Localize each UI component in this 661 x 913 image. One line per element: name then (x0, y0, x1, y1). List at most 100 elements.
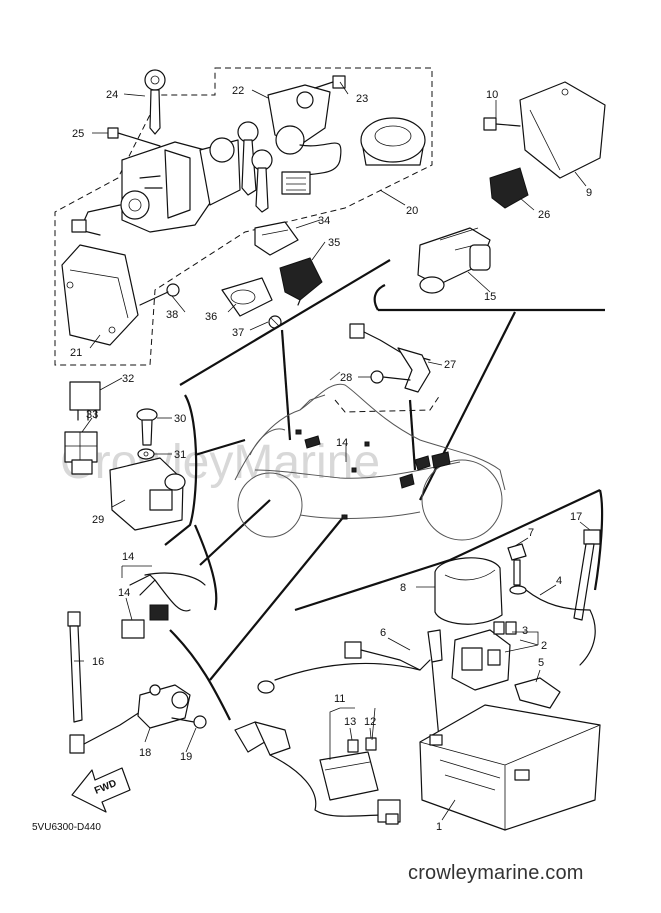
watermark-text: CrowleyMarine (60, 436, 380, 489)
callout-23: 22 (232, 85, 244, 97)
callout-37: 36 (205, 311, 217, 323)
lock-assembly-23[interactable] (237, 84, 342, 213)
frame-bottom-curve (593, 489, 604, 591)
callout-8: 8 (400, 582, 406, 594)
callout-35: 34 (318, 215, 330, 227)
callout-10: 10 (486, 89, 498, 101)
drawing-code: 5VU6300-D440 (32, 822, 101, 833)
callout-39: 38 (166, 309, 178, 321)
bolt-24[interactable] (314, 75, 346, 89)
coupler-27[interactable] (489, 167, 529, 209)
frame-left-mid (193, 524, 218, 611)
callout-17: 16 (92, 656, 104, 668)
callout-13: 13 (344, 716, 356, 728)
bolt-7[interactable] (507, 543, 527, 586)
bolt-31[interactable] (136, 408, 158, 446)
cap-lock[interactable] (360, 117, 426, 166)
callout-7: 7 (528, 527, 534, 539)
fuse-13[interactable] (347, 739, 359, 753)
fuse-12[interactable] (365, 737, 377, 751)
starter-relay-2[interactable] (451, 629, 511, 691)
lead-4[interactable] (509, 585, 596, 666)
coupler-15[interactable] (121, 604, 169, 639)
callout-14-b: 14 (122, 551, 134, 563)
group-28-dashed-boundary (334, 394, 441, 413)
callout-6: 6 (380, 627, 386, 639)
callout-3: 3 (522, 625, 528, 637)
coupler-36[interactable] (279, 257, 323, 306)
control-unit-9[interactable] (519, 81, 606, 179)
sensor-19[interactable] (69, 684, 191, 754)
frame-divider-right-curve (373, 283, 386, 311)
bolt-29[interactable] (370, 370, 411, 384)
callout-26: 25 (72, 128, 84, 140)
cover-5[interactable] (514, 677, 561, 709)
main-switch[interactable] (71, 137, 241, 236)
callout-34: 33 (86, 409, 98, 421)
frame-left-lower (169, 629, 231, 721)
sensor-28[interactable] (349, 323, 431, 393)
callout-22: 21 (70, 347, 82, 359)
battery-1[interactable] (419, 704, 601, 831)
horn-16[interactable] (417, 227, 491, 294)
callout-11: 11 (334, 693, 345, 705)
callout-33: 32 (122, 373, 134, 385)
frame-divider-top (179, 259, 391, 386)
callout-20: 19 (180, 751, 192, 763)
cable-tie-17[interactable] (67, 611, 83, 723)
bracket-37[interactable] (221, 277, 273, 317)
callout-30: 29 (92, 514, 104, 526)
site-name: crowleymarine.com (408, 862, 584, 884)
callout-16: 15 (484, 291, 496, 303)
callout-4: 4 (556, 575, 562, 587)
callout-36: 35 (328, 237, 340, 249)
bolt-10[interactable] (483, 117, 521, 131)
screw-20[interactable] (171, 715, 207, 729)
key-25[interactable] (144, 69, 166, 135)
fuse-3[interactable] (493, 621, 517, 635)
callout-38: 37 (232, 327, 244, 339)
tie-18[interactable] (573, 529, 601, 621)
callout-31: 30 (174, 413, 186, 425)
frame-left (164, 394, 198, 546)
callout-25: 24 (106, 89, 118, 101)
motorcycle-outline (234, 371, 506, 541)
frame-bottom (294, 489, 601, 612)
frame-divider-horn (419, 311, 516, 501)
wire-harness-14[interactable] (129, 572, 206, 612)
relay-33[interactable] (69, 381, 101, 421)
washer-32[interactable] (137, 448, 155, 460)
callout-12: 12 (364, 716, 376, 728)
callout-1: 1 (436, 821, 442, 833)
frame-center-lead-5 (408, 399, 417, 471)
callout-18: 17 (570, 511, 582, 523)
callout-32: 31 (174, 449, 186, 461)
group-21-dashed-boundary (54, 67, 433, 366)
fwd-arrow-icon: FWD (71, 767, 131, 813)
leader-lines (74, 81, 591, 821)
frame-center-lead-2 (199, 499, 271, 566)
screw-39[interactable] (139, 283, 180, 306)
callout-15: 14 (118, 587, 130, 599)
flasher-unit-30[interactable] (109, 457, 186, 531)
wire-harness-11[interactable] (234, 721, 401, 825)
callout-28: 27 (444, 359, 456, 371)
callout-5: 5 (538, 657, 544, 669)
callout-14-a: 14 (336, 437, 348, 449)
callout-29: 28 (340, 372, 352, 384)
callout-2: 2 (541, 640, 547, 652)
callout-9: 9 (586, 187, 592, 199)
coupler-35[interactable] (254, 221, 299, 256)
cover-8[interactable] (434, 557, 503, 625)
frame-center-lead-4 (280, 329, 292, 441)
frame-center-lead-1 (194, 438, 246, 457)
callout-24: 23 (356, 93, 368, 105)
immobilizer-unit-22[interactable] (61, 244, 139, 346)
callout-27: 26 (538, 209, 550, 221)
callouts: 24 22 23 25 10 9 26 20 34 35 15 38 36 37… (70, 85, 592, 833)
frame-center-lead-3 (209, 514, 346, 681)
relay-34[interactable] (64, 431, 98, 475)
callout-19: 18 (139, 747, 151, 759)
callout-21: 20 (406, 205, 418, 217)
